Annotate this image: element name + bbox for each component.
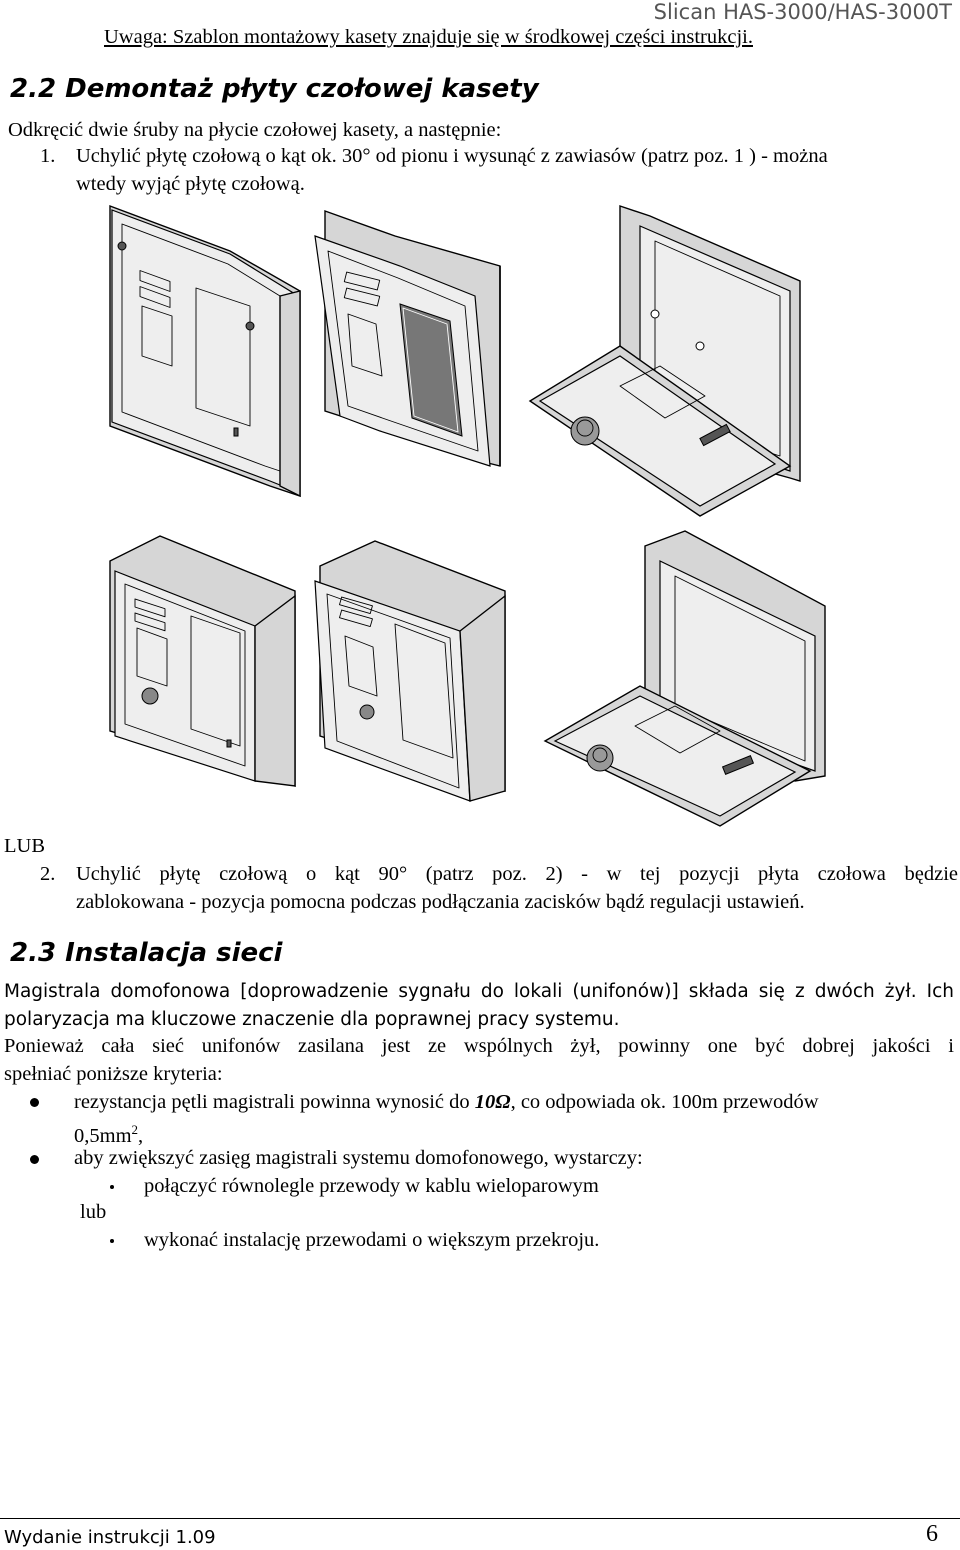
edition-label: Wydanie instrukcji 1.09 bbox=[4, 1527, 216, 1548]
or-separator: LUB bbox=[4, 835, 45, 857]
box-closed-surface bbox=[109, 535, 296, 787]
bullet-1-text-end: , co odpowiada ok. 100m przewodów bbox=[510, 1091, 819, 1113]
cable-size: 0,5mm bbox=[74, 1124, 132, 1147]
page-number: 6 bbox=[926, 1521, 938, 1547]
template-note: Uwaga: Szablon montażowy kasety znajduje… bbox=[104, 26, 753, 48]
step-2-text: Uchylić płytę czołową o kąt 90° (patrz p… bbox=[76, 863, 958, 885]
box-open-interior bbox=[528, 205, 801, 517]
bullet-icon bbox=[30, 1155, 39, 1164]
section-2-2-intro: Odkręcić dwie śruby na płycie czołowej k… bbox=[8, 119, 502, 141]
figure-position-1 bbox=[109, 204, 801, 517]
step-2-text-cont: zablokowana - pozycja pomocna podczas po… bbox=[76, 891, 805, 913]
para-2-line-2: spełniać poniższe kryteria: bbox=[4, 1063, 223, 1085]
section-2-2-heading: 2.2 Demontaż płyty czołowej kasety bbox=[10, 74, 539, 104]
para-1-line-1: Magistrala domofonowa [doprowadzenie syg… bbox=[4, 981, 954, 1002]
step-1-number: 1. bbox=[40, 145, 56, 167]
sub-bullet-2: wykonać instalację przewodami o większym… bbox=[144, 1229, 600, 1251]
para-1-line-2: polaryzacja ma kluczowe znaczenie dla po… bbox=[4, 1009, 620, 1030]
bullet-1-comma: , bbox=[138, 1124, 144, 1147]
box-closed-front bbox=[109, 204, 301, 498]
sub-bullet-1: połączyć równolegle przewody w kablu wie… bbox=[144, 1175, 599, 1197]
sub-bullet-icon bbox=[110, 1239, 114, 1243]
resistance-value: 10Ω bbox=[474, 1091, 511, 1113]
para-2-line-1: Ponieważ cała sieć unifonów zasilana jes… bbox=[4, 1035, 954, 1057]
cable-size-exponent: 2 bbox=[131, 1122, 139, 1137]
step-1-text-cont: wtedy wyjąć płytę czołową. bbox=[76, 173, 305, 195]
step-1-text: Uchylić płytę czołową o kąt ok. 30° od p… bbox=[76, 145, 828, 167]
figure-position-2 bbox=[109, 530, 826, 827]
bullet-icon bbox=[30, 1098, 39, 1107]
bullet-1-text: rezystancja pętli magistrali powinna wyn… bbox=[74, 1091, 475, 1113]
section-2-3-heading: 2.3 Instalacja sieci bbox=[10, 938, 283, 968]
bullet-2: aby zwiększyć zasięg magistrali systemu … bbox=[74, 1147, 643, 1169]
sub-or: lub bbox=[80, 1201, 107, 1223]
bullet-1-cont: 0,5mm2, bbox=[74, 1116, 143, 1150]
step-2-number: 2. bbox=[40, 863, 56, 885]
box-tilted-90 bbox=[314, 540, 506, 802]
document-brand-header: Slican HAS-3000/HAS-3000T bbox=[653, 0, 952, 24]
footer-divider bbox=[0, 1518, 960, 1519]
box-tilted-30 bbox=[314, 210, 501, 467]
bullet-1: rezystancja pętli magistrali powinna wyn… bbox=[74, 1088, 958, 1116]
box-open-surface bbox=[543, 530, 826, 827]
sub-bullet-icon bbox=[110, 1185, 114, 1189]
